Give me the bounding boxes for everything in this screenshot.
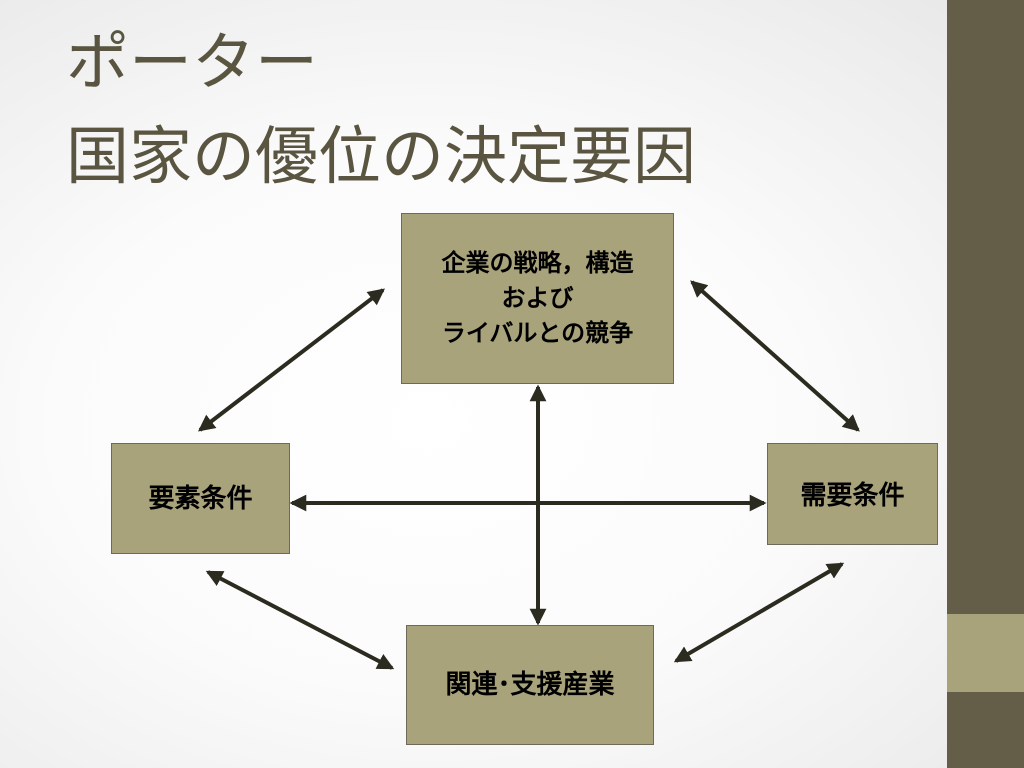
node-factor-conditions: 要素条件 <box>111 443 290 554</box>
arrow-top-left <box>197 288 386 432</box>
arrow-right-bottom <box>673 562 845 663</box>
node-demand-conditions: 需要条件 <box>767 443 938 545</box>
node-firm-strategy-structure-rivalry: 企業の戦略，構造 および ライバルとの競争 <box>401 213 674 384</box>
title-line-2: 国家の優位の決定要因 <box>66 120 696 193</box>
node-left-label: 要素条件 <box>148 483 253 514</box>
arrow-left-bottom <box>205 570 395 670</box>
node-right-label: 需要条件 <box>800 481 905 511</box>
slide-side-accent <box>947 614 1024 692</box>
node-related-supporting-industries: 関連･支援産業 <box>406 625 654 745</box>
slide-title: ポーター 国家の優位の決定要因 <box>66 16 696 204</box>
node-bottom-label: 関連･支援産業 <box>445 670 615 700</box>
node-top-label: 企業の戦略，構造 および ライバルとの競争 <box>441 249 634 347</box>
title-line-1: ポーター <box>66 26 318 99</box>
arrow-top-right <box>690 280 860 432</box>
